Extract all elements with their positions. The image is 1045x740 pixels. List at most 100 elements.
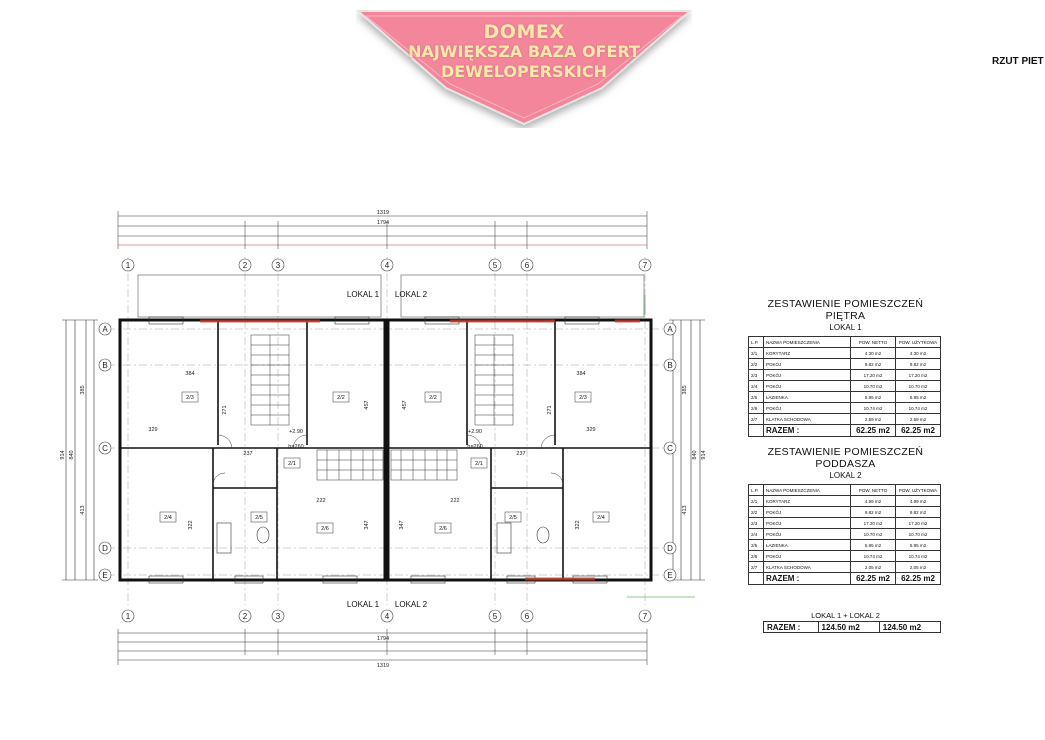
- cell: 10.74 m2: [850, 550, 896, 562]
- cell: 5.95 m2: [850, 391, 896, 403]
- room-dim: 329: [148, 427, 157, 433]
- room-tag: 2/5: [255, 515, 263, 521]
- total-table: RAZEM : 124.50 m2 124.50 m2: [763, 621, 942, 633]
- cell: POKÓJ: [763, 380, 851, 392]
- room-dim: 384: [576, 371, 585, 377]
- axis-3-top: 3: [276, 261, 281, 270]
- room-dim: 222: [450, 498, 459, 504]
- axis-1-top: 1: [126, 261, 131, 270]
- cell: 2/1: [748, 347, 764, 359]
- floor-plan: 1 2 3 4 5 6 7 1 2 3 4 5 6 7 A B C D E A …: [60, 210, 707, 669]
- axis-5-bottom: 5: [493, 612, 498, 621]
- cell: 2/4: [748, 380, 764, 392]
- room-dim: 322: [575, 520, 581, 529]
- axis-a-right: A: [667, 325, 673, 334]
- total-sum-netto: 124.50 m2: [817, 621, 880, 633]
- axis-1-bottom: 1: [126, 612, 131, 621]
- room-dim: 347: [399, 520, 405, 529]
- cell: POKÓJ: [763, 369, 851, 381]
- axis-4-bottom: 4: [385, 612, 390, 621]
- table-row: 2/7 KLATKA SCHODOWA 2.59 m2 2.59 m2: [748, 413, 941, 425]
- dim-left-3: 385: [80, 385, 86, 394]
- cell: 10.70 m2: [895, 380, 941, 392]
- unit-label-bottom-left: LOKAL 1: [347, 600, 380, 609]
- banner-line-1: DOMEX: [483, 21, 565, 43]
- table-header-row: L.P. NAZWA POMIESZCZENIA POW. NETTO POW.…: [748, 484, 941, 496]
- room-dim: 347: [364, 520, 370, 529]
- sum-uzytk: 62.25 m2: [895, 572, 941, 585]
- cell: 10.70 m2: [850, 528, 896, 540]
- header-cell: POW. UŻYTKOWA: [895, 336, 941, 348]
- sum-label: RAZEM :: [763, 424, 851, 437]
- cell: POKÓJ: [763, 506, 851, 518]
- room-tag: 2/5: [509, 515, 517, 521]
- room-tag: 2/4: [597, 515, 605, 521]
- cell: KLATKA SCHODOWA: [763, 413, 851, 425]
- dim-top-overall: 1319: [377, 210, 389, 216]
- dim-top-inner: 1794: [377, 220, 389, 226]
- cell: 4.30 m2: [850, 347, 896, 359]
- dim-left-2: 840: [69, 450, 75, 459]
- stair-height-left: h=260: [288, 444, 303, 450]
- table-row: 2/2 POKÓJ 9.82 m2 9.82 m2: [748, 506, 941, 518]
- cell: 17.20 m2: [850, 517, 896, 529]
- cell: 2/5: [748, 539, 764, 551]
- cell: 2.05 m2: [850, 561, 896, 573]
- cell: 17.20 m2: [895, 369, 941, 381]
- room-tag: 2/2: [429, 395, 437, 401]
- domex-banner: DOMEX NAJWIĘKSZA BAZA OFERT DEWELOPERSKI…: [356, 10, 692, 128]
- table-sum-row: RAZEM : 62.25 m2 62.25 m2: [748, 424, 941, 437]
- dim-bottom-overall: 1319: [377, 663, 389, 669]
- cell: 2/2: [748, 506, 764, 518]
- table-attic: L.P. NAZWA POMIESZCZENIA POW. NETTO POW.…: [748, 484, 941, 585]
- room-dim: 237: [516, 451, 525, 457]
- sum-spacer: [748, 424, 764, 437]
- cell: 2/4: [748, 528, 764, 540]
- room-dim: 271: [222, 405, 228, 414]
- room-dim: 271: [547, 405, 553, 414]
- banner-line-2: NAJWIĘKSZA BAZA OFERT: [408, 42, 640, 61]
- table-row: 2/1 KORYTARZ 4.30 m2 4.30 m2: [748, 347, 941, 359]
- axis-2-top: 2: [243, 261, 248, 270]
- cell: 2/6: [748, 550, 764, 562]
- axis-6-top: 6: [525, 261, 530, 270]
- table-floor-unit: LOKAL 1: [829, 323, 862, 332]
- total-sum-uzytk: 124.50 m2: [878, 621, 942, 633]
- table-row: 2/5 ŁAZIENKA 5.95 m2 5.95 m2: [748, 539, 941, 551]
- cell: 5.95 m2: [895, 391, 941, 403]
- cell: 10.74 m2: [895, 402, 941, 414]
- cell: 4.99 m2: [895, 495, 941, 507]
- table-row: 2/6 POKÓJ 10.74 m2 10.74 m2: [748, 550, 941, 562]
- axis-d-right: D: [667, 544, 673, 553]
- table-attic-subtitle: PODDASZA: [815, 458, 876, 470]
- room-tag: 2/1: [288, 461, 296, 467]
- cell: ŁAZIENKA: [763, 391, 851, 403]
- cell: 10.74 m2: [850, 402, 896, 414]
- axis-a-left: A: [102, 325, 108, 334]
- banner-shape: [356, 10, 692, 126]
- table-floor-title: ZESTAWIENIE POMIESZCZEŃ: [767, 298, 924, 310]
- sheet-title: RZUT PIET: [992, 56, 1044, 67]
- axis-c-left: C: [102, 444, 108, 453]
- cell: 2/3: [748, 369, 764, 381]
- header-cell: POW. NETTO: [850, 484, 896, 496]
- total-label: LOKAL 1 + LOKAL 2: [811, 611, 880, 620]
- room-tag: 2/6: [439, 526, 447, 532]
- unit-label-bottom-right: LOKAL 2: [395, 600, 428, 609]
- dim-right-3: 385: [682, 385, 688, 394]
- cell: 2/6: [748, 402, 764, 414]
- axis-3-bottom: 3: [276, 612, 281, 621]
- level-mark-right: +2.90: [468, 429, 482, 435]
- cell: KORYTARZ: [763, 347, 851, 359]
- total-row: RAZEM : 124.50 m2 124.50 m2: [763, 621, 942, 633]
- banner-line-3: DEWELOPERSKICH: [441, 62, 607, 81]
- axis-c-right: C: [667, 444, 673, 453]
- stair-height-right: h=260: [467, 444, 482, 450]
- cell: 9.82 m2: [895, 358, 941, 370]
- room-dim: 322: [188, 520, 194, 529]
- table-floor-subtitle: PIĘTRA: [825, 310, 866, 322]
- axis-b-left: B: [102, 361, 107, 370]
- axis-5-top: 5: [493, 261, 498, 270]
- dim-left-1: 914: [60, 450, 66, 459]
- room-tag: 2/4: [164, 515, 172, 521]
